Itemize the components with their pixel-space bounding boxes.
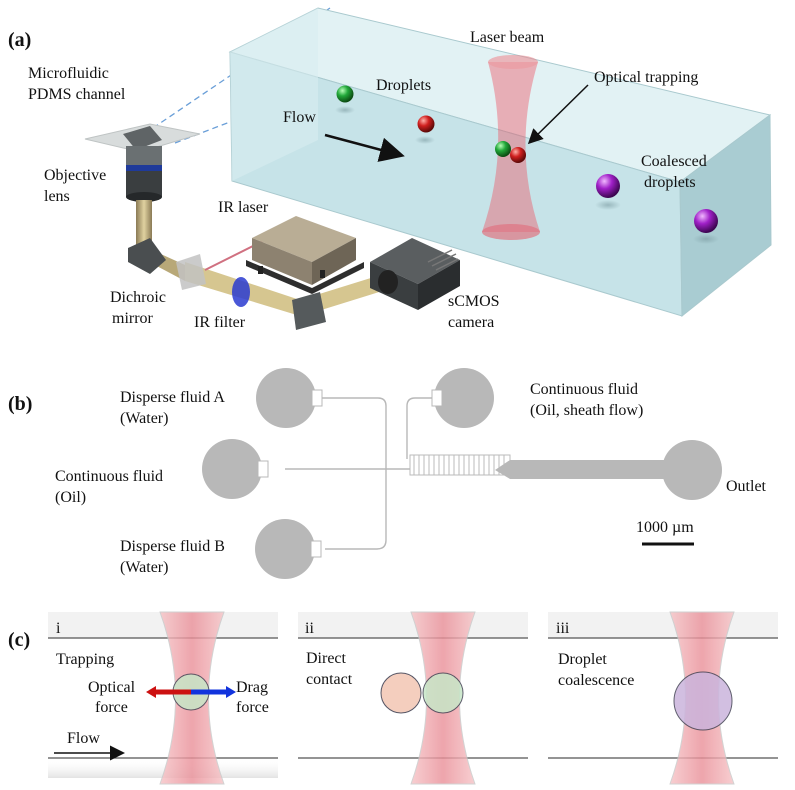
label-water-b: (Water) [120,559,168,576]
label-dichroic: Dichroic [110,289,166,306]
panel-b: (b) [8,368,767,579]
label-ir-filter: IR filter [194,314,246,331]
label-outlet: Outlet [726,478,767,495]
label-disperse-a: Disperse fluid A [120,389,225,406]
subpanel-iii: iii Droplet coalescence [548,611,778,785]
label-scale-bar: 1000 µm [636,519,694,536]
coalesced-droplet [694,209,718,233]
panel-b-label: (b) [8,393,32,415]
label-objective: Objective [44,167,106,184]
shadow [335,106,355,114]
label-scmos: sCMOS [448,293,500,310]
label-lens: lens [44,188,70,205]
label-coalesced: Coalesced [641,153,707,170]
label-optical: Optical [88,679,136,696]
filter-array [409,454,511,476]
pdms-chip [228,7,772,318]
label-direct: Direct [306,650,347,667]
label-flow-c: Flow [67,730,100,747]
label-droplet: Droplet [558,651,607,668]
scmos-camera [370,238,460,310]
numeral-i: i [56,620,61,637]
label-optical-trapping: Optical trapping [594,69,698,86]
optical-trapping-arrow [527,84,589,145]
panel-c-label: (c) [8,629,30,651]
label-pdms-channel: PDMS channel [28,86,126,103]
ir-filter [232,277,250,307]
subpanel-ii: ii Direct contact [298,611,528,785]
trapped-red-droplet [510,147,526,163]
reservoirs [202,368,722,579]
zoom-line-top [152,7,331,129]
dichroic-mirror [176,254,206,290]
label-camera: camera [448,314,494,331]
label-trapping: Trapping [56,651,114,668]
subpanel-i: i Trapping Optical force Drag force Flow [48,611,278,785]
green-droplet [336,85,354,103]
label-force-optical: force [95,699,128,716]
label-droplets-2: droplets [644,174,696,191]
numeral-ii: ii [305,620,314,637]
label-water-a: (Water) [120,410,168,427]
trapped-green-droplet [495,141,511,157]
outlet-channel [495,460,668,479]
label-microfluidic: Microfluidic [28,65,109,82]
coalesced-droplet [596,174,620,198]
panel-a: (a) [8,7,772,331]
label-drag: Drag [236,679,268,696]
label-continuous-oil: Continuous fluid [55,468,163,485]
numeral-iii: iii [556,620,570,637]
label-contact: contact [306,671,353,688]
label-oil: (Oil) [55,489,86,506]
ir-laser [246,216,364,294]
mirror-square [292,292,326,330]
label-mirror: mirror [112,310,154,327]
laser-beam [482,55,540,240]
objective-lens [123,126,162,202]
label-continuous-sheath: Continuous fluid [530,381,638,398]
zoom-line-bottom [174,119,236,144]
reservoir-continuous-sheath [434,368,494,428]
channels [285,397,438,550]
label-laser-beam: Laser beam [470,29,545,46]
label-disperse-b: Disperse fluid B [120,538,225,555]
reservoir-outlet [662,440,722,500]
panel-a-label: (a) [8,29,31,51]
reservoir-disperse-b [255,519,315,579]
panel-c: (c) i Trapping Optical force Drag force … [8,611,778,785]
shadow [415,136,435,144]
flow-arrow [324,133,405,162]
label-droplets: Droplets [376,77,431,94]
red-droplet [417,115,435,133]
label-force-drag: force [236,699,269,716]
shadow [595,200,621,210]
label-coalescence: coalescence [558,672,634,689]
label-flow: Flow [283,109,316,126]
reservoir-disperse-a [256,368,316,428]
reservoir-continuous-oil [202,439,262,499]
label-ir-laser: IR laser [218,199,269,216]
shadow [693,234,719,244]
mirror-block [128,238,166,274]
label-oil-sheath: (Oil, sheath flow) [530,402,643,419]
